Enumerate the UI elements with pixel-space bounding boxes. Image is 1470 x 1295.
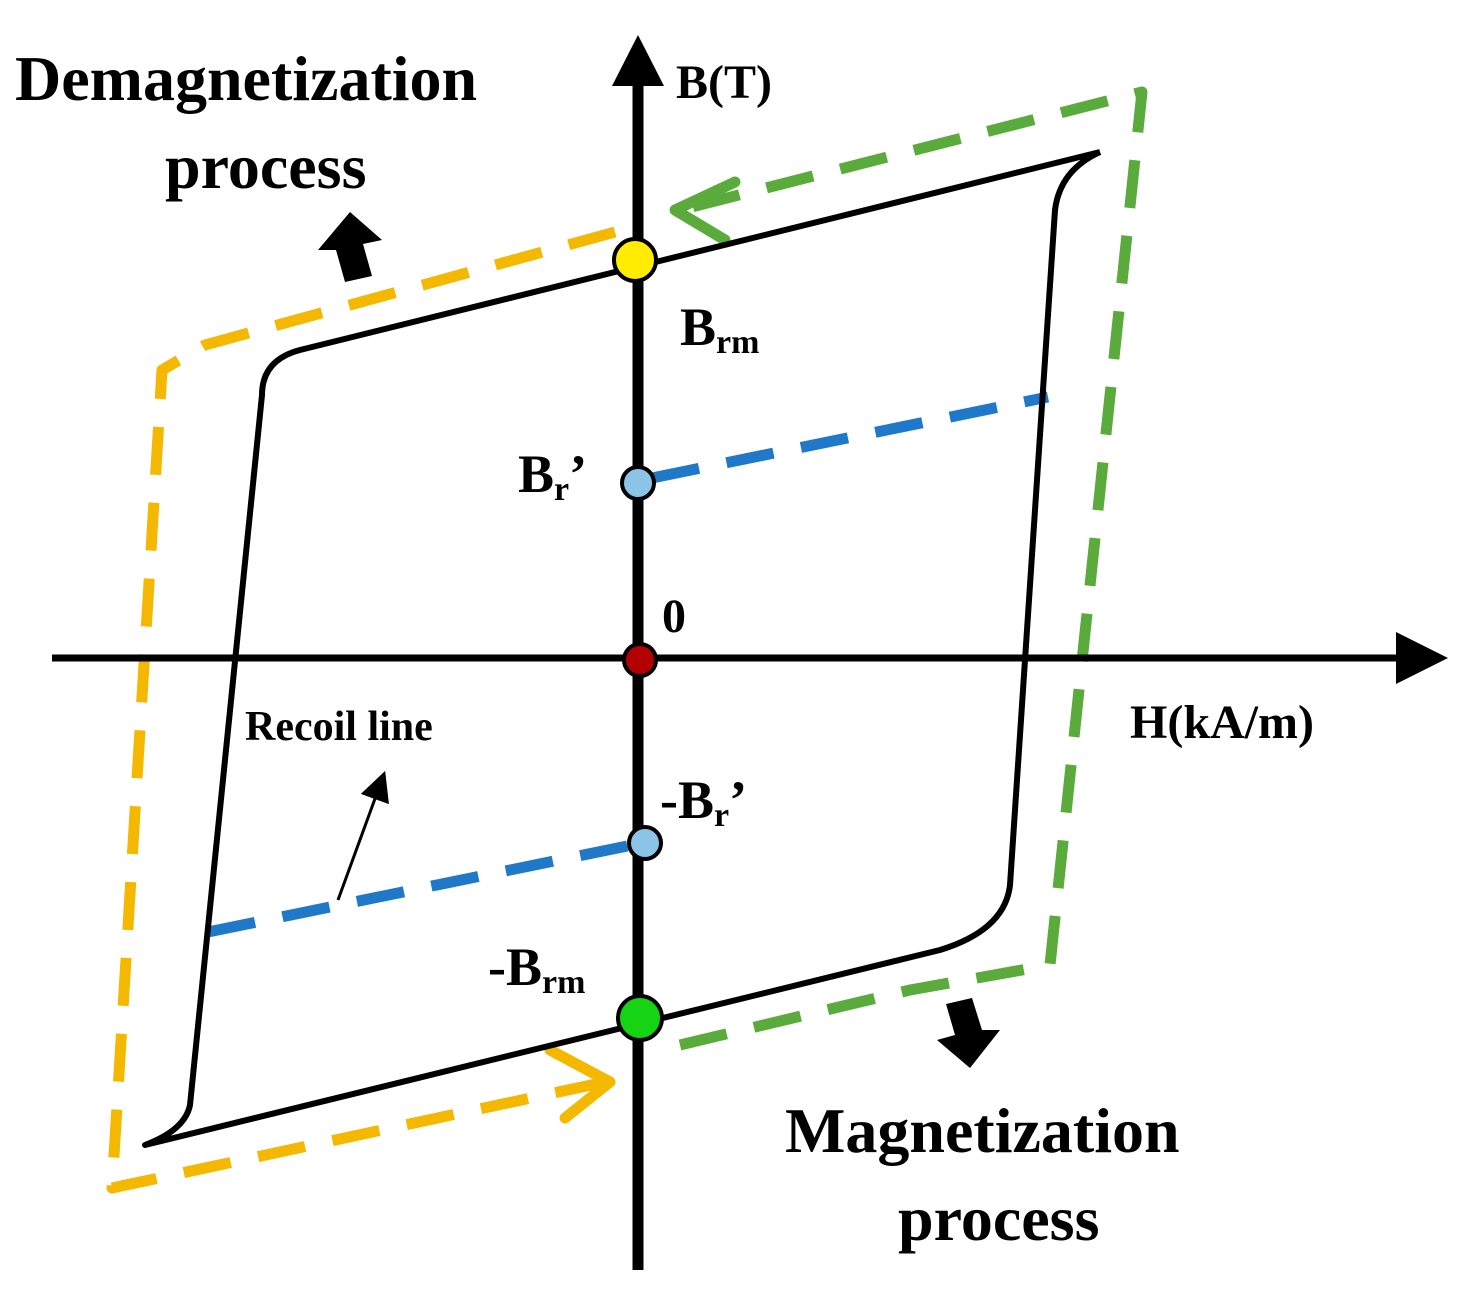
neg-br-prime-point (627, 825, 663, 861)
demagnetization-subtitle: process (165, 131, 366, 202)
h-axis-arrowhead (1396, 632, 1448, 684)
neg-br-prime-label: -Br’ (660, 770, 747, 834)
b-axis-arrowhead (612, 35, 664, 86)
magnetization-chevron (669, 176, 741, 246)
y-axis-label: B(T) (676, 56, 772, 109)
magnetization-path (678, 86, 1148, 1051)
demagnetization-title: Demagnetization (15, 43, 477, 114)
neg-brm-point (616, 994, 664, 1042)
demagnetization-chevron (544, 1044, 616, 1124)
br-prime-label: Br’ (518, 444, 587, 508)
recoil-line-upper (650, 391, 1050, 484)
magnetization-subtitle: process (898, 1183, 1099, 1254)
demagnetization-arrow (318, 212, 382, 282)
neg-brm-label: -Brm (488, 937, 585, 1001)
recoil-line-label: Recoil line (245, 704, 433, 750)
hysteresis-loop (142, 149, 1102, 1148)
origin-label: 0 (662, 590, 686, 643)
br-prime-point (620, 465, 656, 501)
x-axis-label: H(kA/m) (1130, 696, 1314, 749)
origin-point (622, 642, 658, 678)
magnetization-title: Magnetization (785, 1095, 1180, 1166)
demagnetization-path (106, 226, 617, 1194)
brm-point (612, 237, 658, 283)
recoil-pointer (336, 770, 389, 901)
magnetization-arrow (937, 998, 1000, 1068)
brm-label: Brm (680, 297, 759, 361)
recoil-line-lower (206, 839, 634, 938)
